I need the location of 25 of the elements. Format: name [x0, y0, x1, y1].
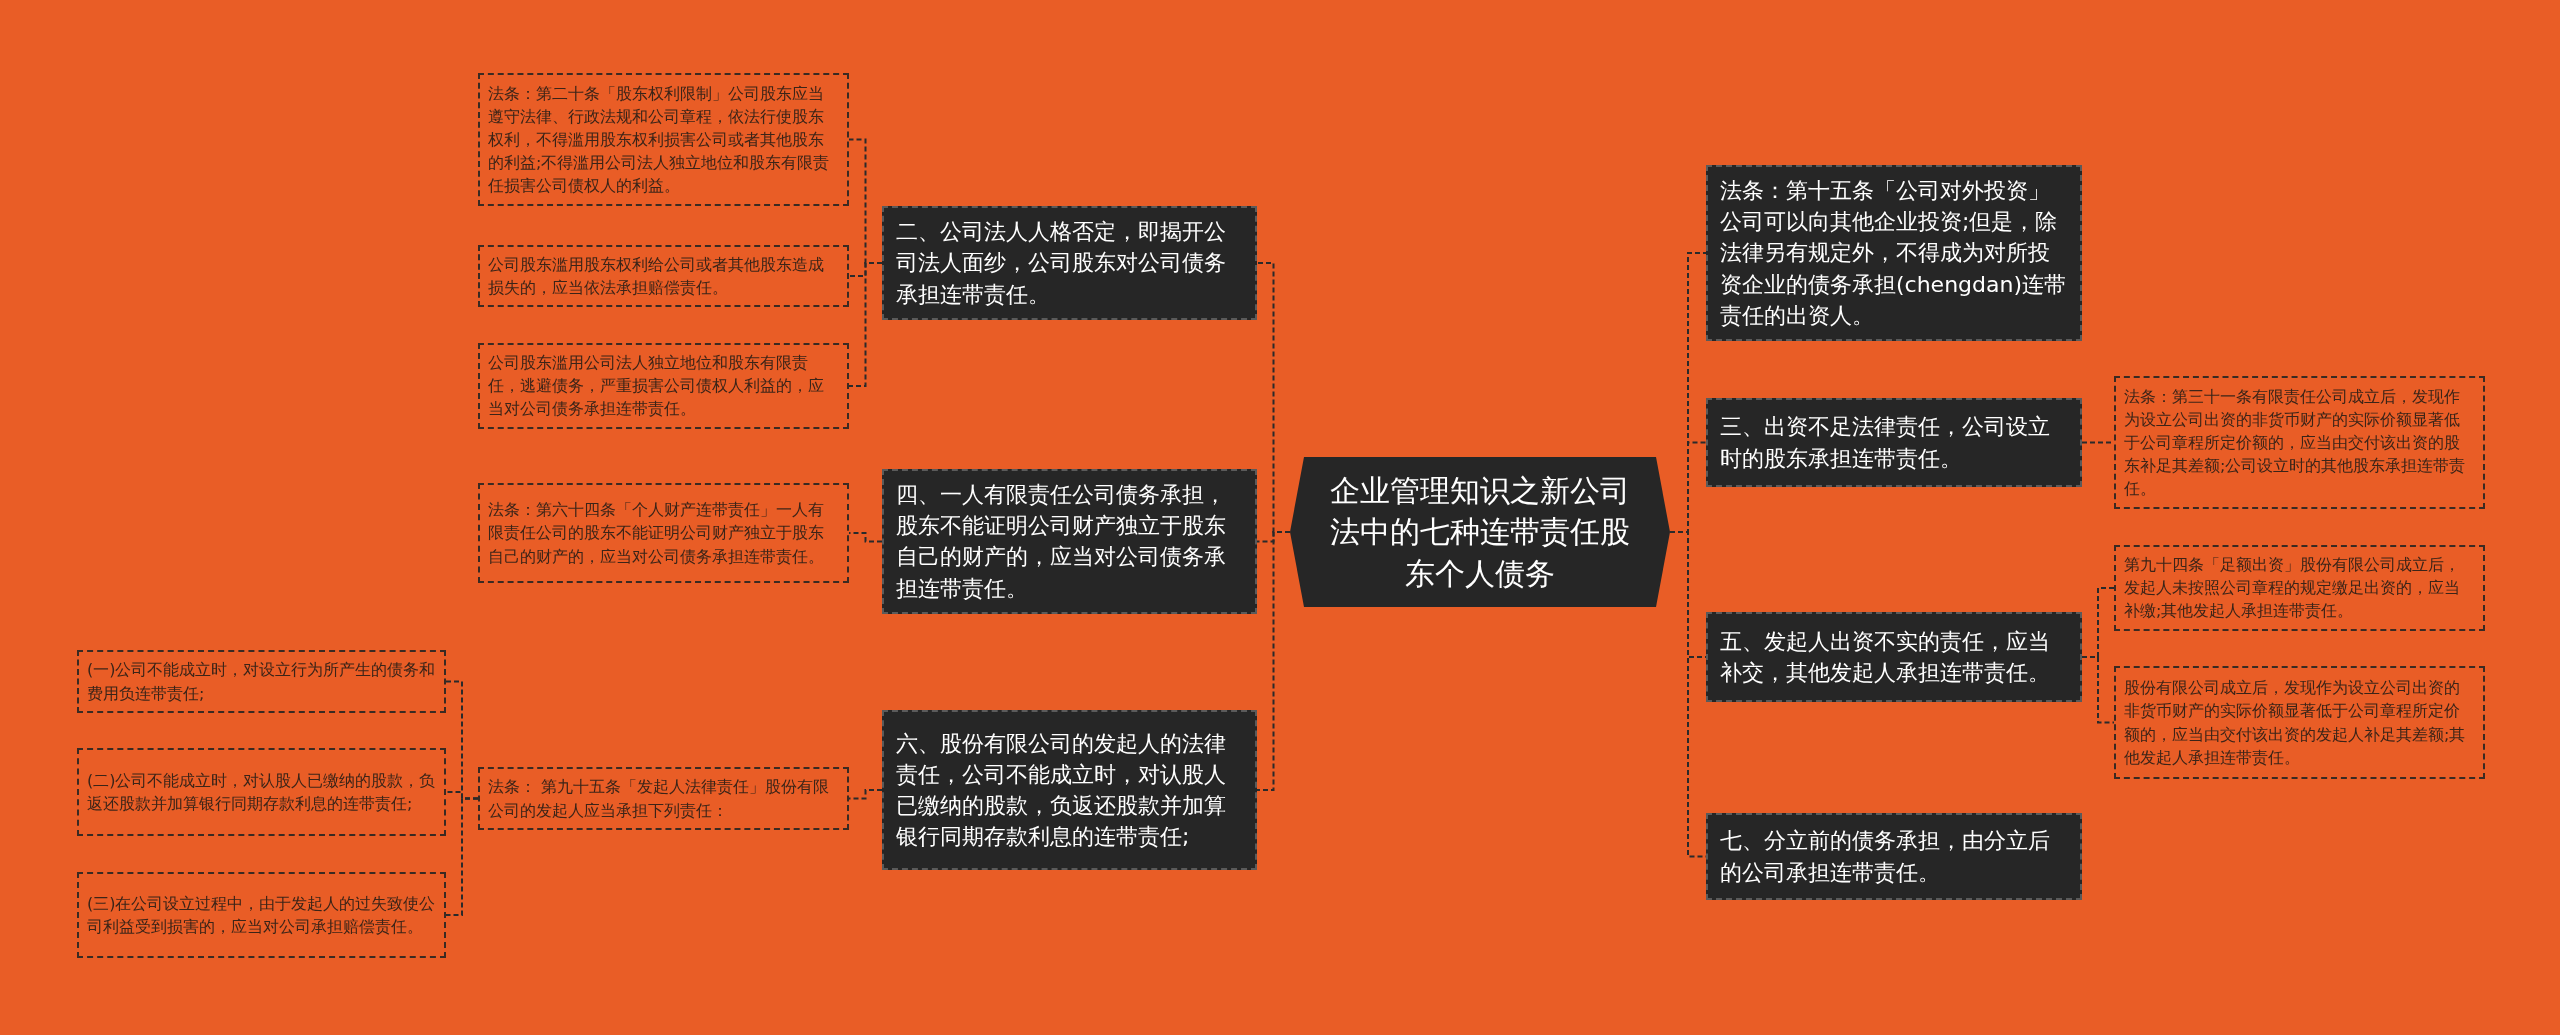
central-topic-hexagon: 企业管理知识之新公司法中的七种连带责任股东个人债务 [1290, 457, 1670, 607]
connector-line [2081, 656, 2115, 724]
topic-box: 三、出资不足法律责任，公司设立时的股东承担连带责任。 [1706, 398, 2082, 487]
note-box: (三)在公司设立过程中，由于发起人的过失致使公司利益受到损害的，应当对公司承担赔偿责任。 [77, 872, 446, 958]
topic-box: 二、公司法人人格否定，即揭开公司法人面纱，公司股东对公司债务承担连带责任。 [882, 206, 1257, 320]
connector-line [445, 797, 479, 916]
connector-line [1256, 531, 1291, 791]
topic-box: 四、一人有限责任公司债务承担，股东不能证明公司财产独立于股东自己的财产的，应当对公司债务承担连带责任。 [882, 469, 1257, 614]
note-box: (一)公司不能成立时，对设立行为所产生的债务和费用负连带责任; [77, 650, 446, 713]
note-box: 公司股东滥用公司法人独立地位和股东有限责任，逃避债务，严重损害公司债权人利益的，应当对公司债务承担连带责任。 [478, 343, 849, 429]
note-box: 股份有限公司成立后，发现作为设立公司出资的非货币财产的实际价额显著低于公司章程所定价额的，应当由交付该出资的发起人补足其差额;其他发起人承担连带责任。 [2114, 666, 2485, 779]
topic-box: 六、股份有限公司的发起人的法律责任，公司不能成立时，对认股人已缴纳的股款，负返还股款并加算银行同期存款利息的连带责任; [882, 710, 1257, 870]
note-box: (二)公司不能成立时，对认股人已缴纳的股款，负返还股款并加算银行同期存款利息的连带责任; [77, 748, 446, 836]
note-box: 法条： 第九十五条「发起人法律责任」股份有限公司的发起人应当承担下列责任： [478, 767, 849, 830]
connector-line [848, 789, 883, 800]
note-box: 第九十四条「足额出资」股份有限公司成立后，发起人未按照公司章程的规定缴足出资的，应当补缴;其他发起人承担连带责任。 [2114, 545, 2485, 631]
note-box: 法条：第二十条「股东权利限制」公司股东应当遵守法律、行政法规和公司章程，依法行使股东权利，不得滥用股东权利损害公司或者其他股东的利益;不得滥用公司法人独立地位和股东有限责任损害公司债权人的利益。 [478, 73, 849, 206]
note-box: 法条：第六十四条「个人财产连带责任」一人有限责任公司的股东不能证明公司财产独立于股东自己的财产的，应当对公司债务承担连带责任。 [478, 483, 849, 583]
topic-box: 法条：第十五条「公司对外投资」公司可以向其他企业投资;但是，除法律另有规定外，不得成为对所投资企业的债务承担(chengdan)连带责任的出资人。 [1706, 165, 2082, 342]
connector-line [848, 532, 883, 543]
connector-line [848, 262, 883, 387]
topic-box: 七、分立前的债务承担，由分立后的公司承担连带责任。 [1706, 813, 2082, 900]
note-box: 公司股东滥用股东权利给公司或者其他股东造成损失的，应当依法承担赔偿责任。 [478, 245, 849, 308]
topic-box: 五、发起人出资不实的责任，应当补交，其他发起人承担连带责任。 [1706, 612, 2082, 702]
note-box: 法条：第三十一条有限责任公司成立后，发现作为设立公司出资的非货币财产的实际价额显著低于公司章程所定价额的，应当由交付该出资的股东补足其差额;公司设立时的其他股东承担连带责任。 [2114, 376, 2485, 509]
